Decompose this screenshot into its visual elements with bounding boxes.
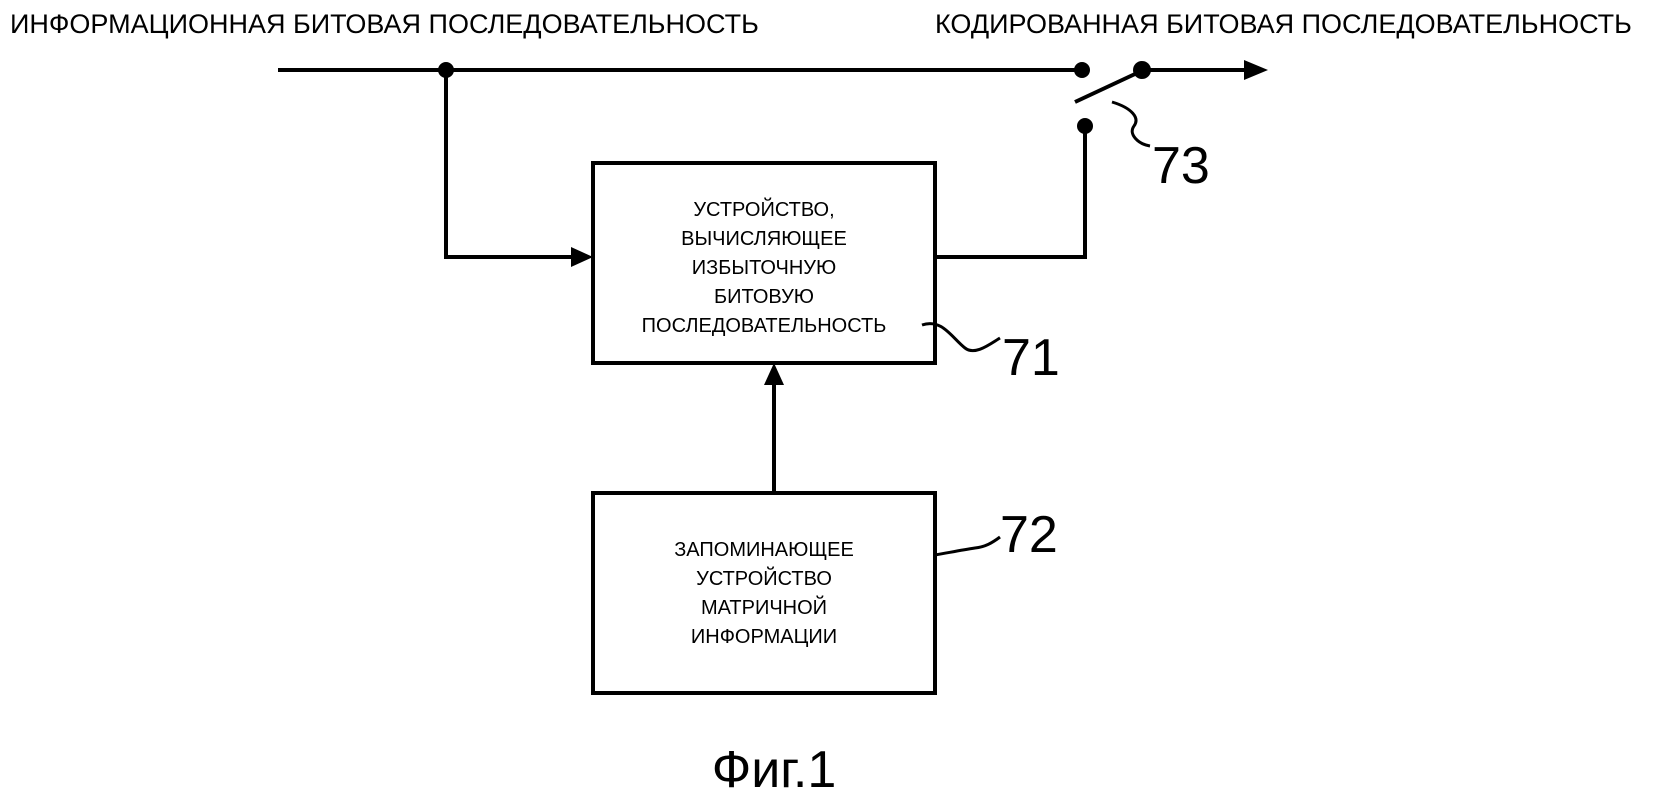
calculator-block-text: УСТРОЙСТВО, ВЫЧИСЛЯЮЩЕЕ ИЗБЫТОЧНУЮ БИТОВ… xyxy=(642,197,887,337)
ref-73-leader xyxy=(1111,100,1151,148)
ref-71-leader xyxy=(921,322,1001,353)
calculator-input-arrowhead xyxy=(571,247,593,267)
output-sequence-label: КОДИРОВАННАЯ БИТОВАЯ ПОСЛЕДОВАТЕЛЬНОСТЬ xyxy=(935,9,1632,39)
input-sequence-label: ИНФОРМАЦИОННАЯ БИТОВАЯ ПОСЛЕДОВАТЕЛЬНОСТ… xyxy=(10,9,759,39)
memory-line-2: УСТРОЙСТВО xyxy=(696,566,832,590)
switch-lower-contact xyxy=(1077,118,1093,134)
switch-output-contact xyxy=(1133,61,1151,79)
ref-72-leader xyxy=(934,535,1001,557)
calculator-to-switch-line xyxy=(935,126,1087,259)
ref-72-label: 72 xyxy=(1000,506,1058,564)
switch-blade xyxy=(1074,72,1136,104)
branch-to-calculator-line xyxy=(444,70,575,259)
calculator-line-5: ПОСЛЕДОВАТЕЛЬНОСТЬ xyxy=(642,315,887,337)
ref-73-label: 73 xyxy=(1152,137,1210,195)
output-switch xyxy=(1074,61,1151,134)
figure-caption: Фиг.1 xyxy=(712,741,837,799)
memory-line-4: ИНФОРМАЦИИ xyxy=(691,626,837,648)
memory-line-1: ЗАПОМИНАЮЩЕЕ xyxy=(674,539,854,561)
calculator-memory-arrowhead xyxy=(764,363,784,385)
ref-71-label: 71 xyxy=(1002,329,1060,387)
matrix-information-memory-block xyxy=(591,491,937,695)
calculator-line-1: УСТРОЙСТВО, xyxy=(693,197,834,221)
redundant-sequence-calculator-block xyxy=(591,161,937,365)
calculator-line-3: ИЗБЫТОЧНУЮ xyxy=(692,257,836,279)
output-arrowhead xyxy=(1244,60,1268,80)
calculator-line-4: БИТОВУЮ xyxy=(714,286,814,308)
memory-line-3: МАТРИЧНОЙ xyxy=(701,595,827,619)
switch-common-contact xyxy=(1074,62,1090,78)
calculator-line-2: ВЫЧИСЛЯЮЩЕЕ xyxy=(681,228,847,250)
memory-block-text: ЗАПОМИНАЮЩЕЕ УСТРОЙСТВО МАТРИЧНОЙ ИНФОРМ… xyxy=(674,539,854,648)
